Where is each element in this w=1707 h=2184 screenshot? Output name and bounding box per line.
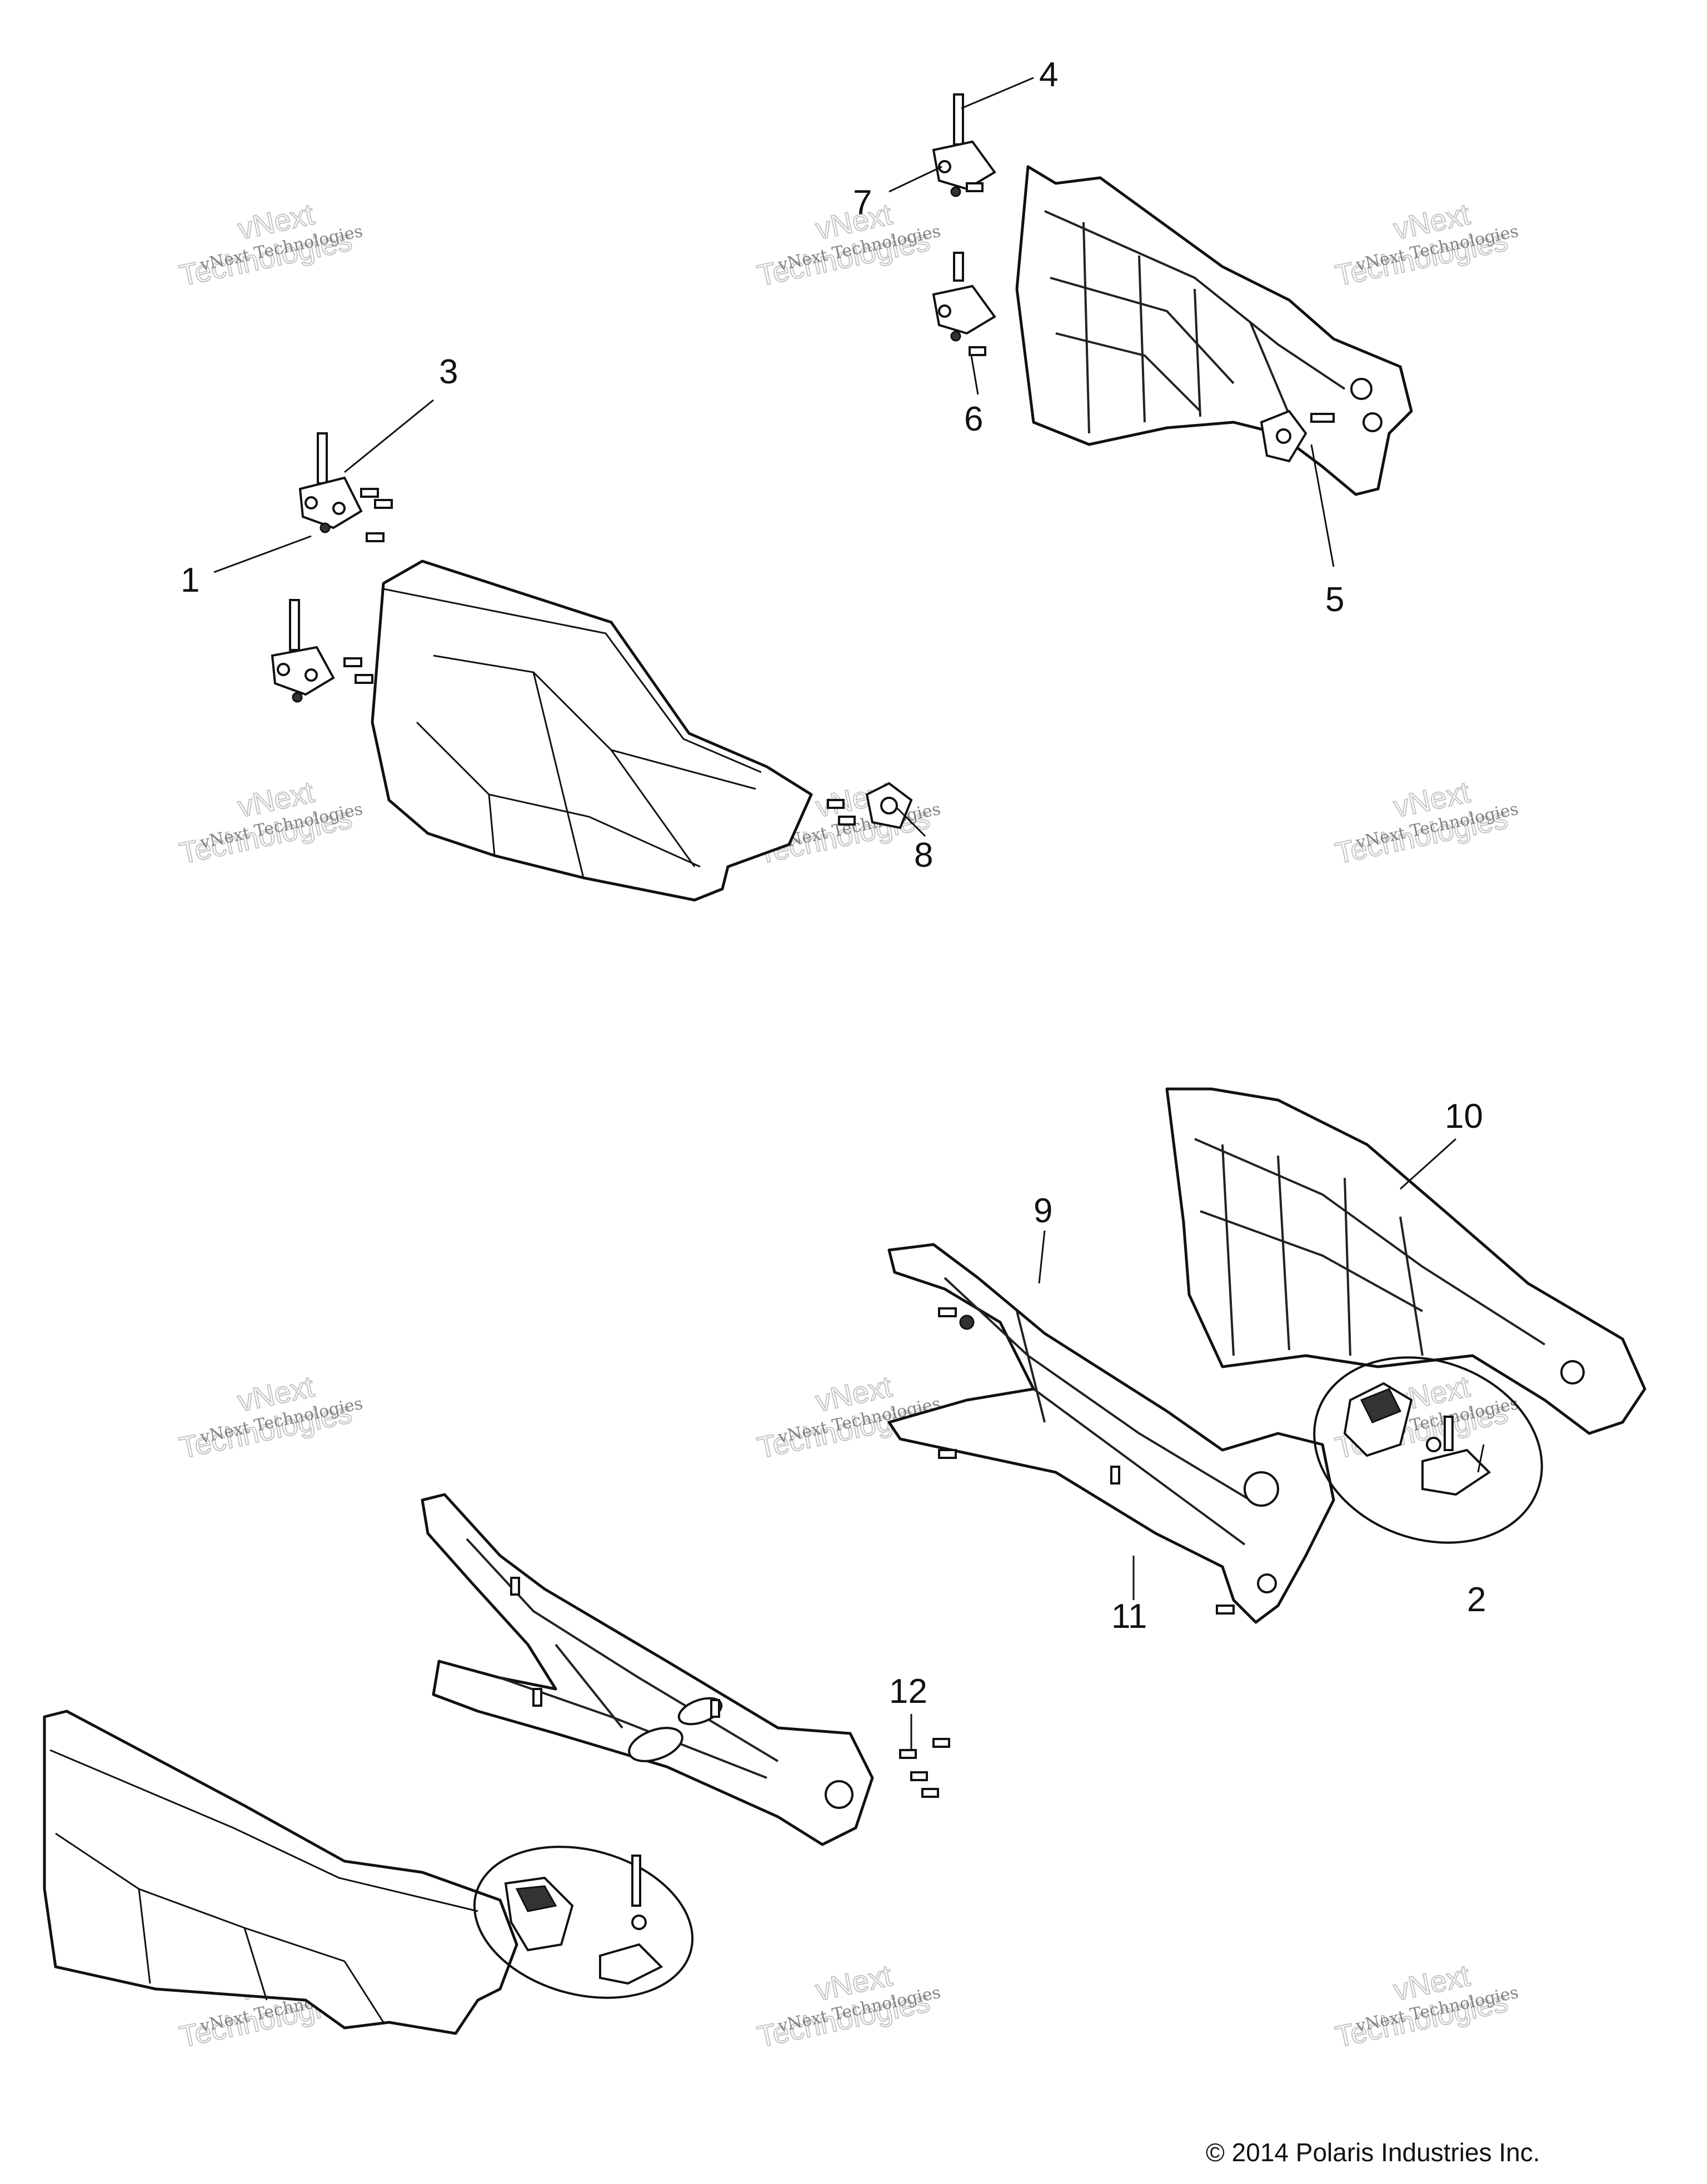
watermark: Technologies vNext vNext Technologies bbox=[176, 197, 365, 293]
callout-5: 5 bbox=[1325, 581, 1344, 619]
rear-door-frame-lower bbox=[421, 1493, 874, 1846]
latch-striker-upper-right bbox=[1260, 409, 1335, 463]
leader-lines bbox=[213, 77, 1485, 1750]
rear-door-frame bbox=[887, 1243, 1335, 1624]
callout-9: 9 bbox=[1034, 1192, 1052, 1230]
callout-11: 11 bbox=[1111, 1597, 1147, 1636]
callout-1: 1 bbox=[181, 561, 199, 599]
watermark: Technologies vNext vNext Technologies bbox=[754, 197, 942, 293]
callout-7: 7 bbox=[853, 183, 872, 222]
front-door-frame-upper bbox=[1015, 165, 1413, 496]
watermark: Technologies vNext vNext Technologies bbox=[176, 775, 365, 871]
watermark: Technologies vNext vNext Technologies bbox=[176, 1370, 365, 1466]
callout-labels: 1 2 3 4 5 6 7 8 9 10 11 12 bbox=[181, 56, 1486, 1711]
watermark: Technologies vNext vNext Technologies bbox=[1332, 775, 1520, 871]
latch-assembly-left bbox=[473, 1846, 694, 1999]
rear-door-panel-lower bbox=[43, 1710, 518, 2035]
watermark: Technologies vNext vNext Technologies bbox=[1332, 1958, 1520, 2055]
callout-6: 6 bbox=[964, 400, 983, 438]
watermark: Technologies vNext vNext Technologies bbox=[754, 1958, 942, 2055]
latch-striker-upper-left bbox=[827, 782, 913, 829]
front-door-panel-upper bbox=[371, 559, 813, 902]
watermark: Technologies vNext vNext Technologies bbox=[754, 1370, 942, 1466]
hinge-assembly-upper-right bbox=[932, 93, 996, 356]
callout-10: 10 bbox=[1445, 1097, 1483, 1136]
fastener-group-12 bbox=[899, 1738, 950, 1798]
callout-12: 12 bbox=[889, 1672, 927, 1711]
copyright-notice: © 2014 Polaris Industries Inc. bbox=[1206, 2138, 1540, 2167]
callout-4: 4 bbox=[1039, 56, 1058, 94]
latch-assembly-right bbox=[1313, 1356, 1543, 1544]
callout-2: 2 bbox=[1467, 1581, 1486, 1619]
watermark: Technologies vNext vNext Technologies bbox=[1332, 197, 1520, 293]
hinge-assembly-upper-left bbox=[271, 432, 393, 703]
callout-3: 3 bbox=[439, 353, 458, 391]
callout-8: 8 bbox=[914, 836, 933, 874]
rear-door-inner-panel bbox=[1165, 1087, 1646, 1435]
